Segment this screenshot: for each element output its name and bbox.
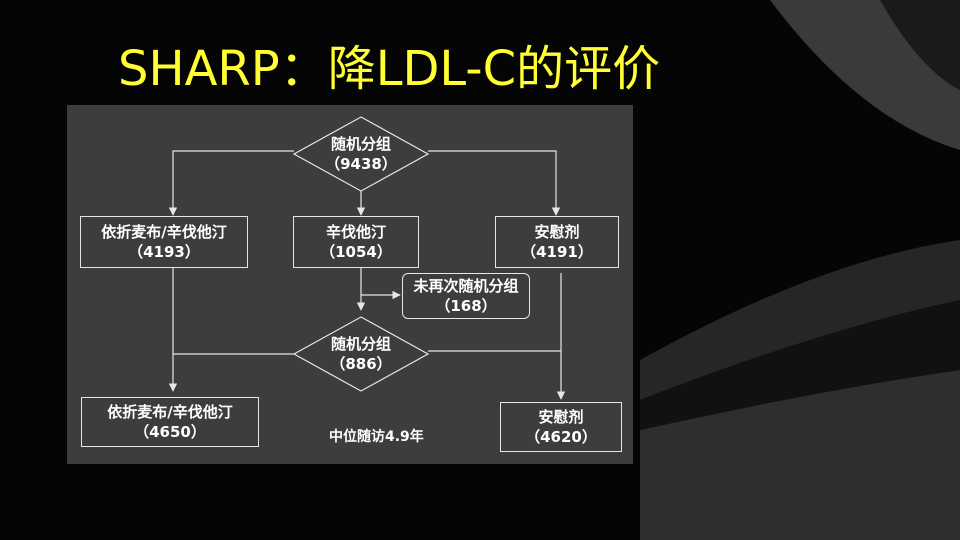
arm-combo-label: 依折麦布/辛伐他汀 xyxy=(101,223,227,241)
not-rerandomized-box: 未再次随机分组 （168） xyxy=(402,273,530,319)
followup-note: 中位随访4.9年 xyxy=(329,429,424,445)
flowchart-panel: 随机分组 （9438） 依折麦布/辛伐他汀 （4193） 辛伐他汀 （1054）… xyxy=(67,105,633,464)
randomize-2-diamond xyxy=(292,316,430,392)
final-combo-label: 依折麦布/辛伐他汀 xyxy=(107,403,233,421)
final-placebo-count: （4620） xyxy=(525,428,597,446)
randomize-1-count: （9438） xyxy=(325,155,397,173)
slide-title: SHARP：降LDL-C的评价 xyxy=(118,41,661,97)
randomize-1-label: 随机分组 （9438） xyxy=(294,117,428,191)
final-placebo-label: 安慰剂 xyxy=(538,408,584,426)
arm-placebo-label: 安慰剂 xyxy=(534,223,580,241)
not-rerandomized-count: （168） xyxy=(435,297,497,315)
arm-combo-count: （4193） xyxy=(128,243,200,261)
arm-placebo-box: 安慰剂 （4191） xyxy=(495,216,619,268)
not-rerandomized-label: 未再次随机分组 xyxy=(413,277,519,295)
final-combo-count: （4650） xyxy=(134,423,206,441)
randomize-2-label: 随机分组 （886） xyxy=(294,317,428,391)
connector-to-placebo xyxy=(428,150,561,216)
arm-combo-box: 依折麦布/辛伐他汀 （4193） xyxy=(80,216,248,268)
arm-placebo-count: （4191） xyxy=(521,243,593,261)
final-placebo-box: 安慰剂 （4620） xyxy=(500,402,622,452)
flowchart-connectors xyxy=(168,116,566,400)
arm-simva-box: 辛伐他汀 （1054） xyxy=(293,216,419,268)
randomize-1-text: 随机分组 xyxy=(330,135,391,153)
connector-to-combo xyxy=(168,150,294,216)
randomize-2-text: 随机分组 xyxy=(330,335,391,353)
arm-simva-label: 辛伐他汀 xyxy=(325,223,386,241)
arm-simva-count: （1054） xyxy=(320,243,392,261)
final-combo-box: 依折麦布/辛伐他汀 （4650） xyxy=(81,397,259,447)
randomize-2-count: （886） xyxy=(330,355,392,373)
